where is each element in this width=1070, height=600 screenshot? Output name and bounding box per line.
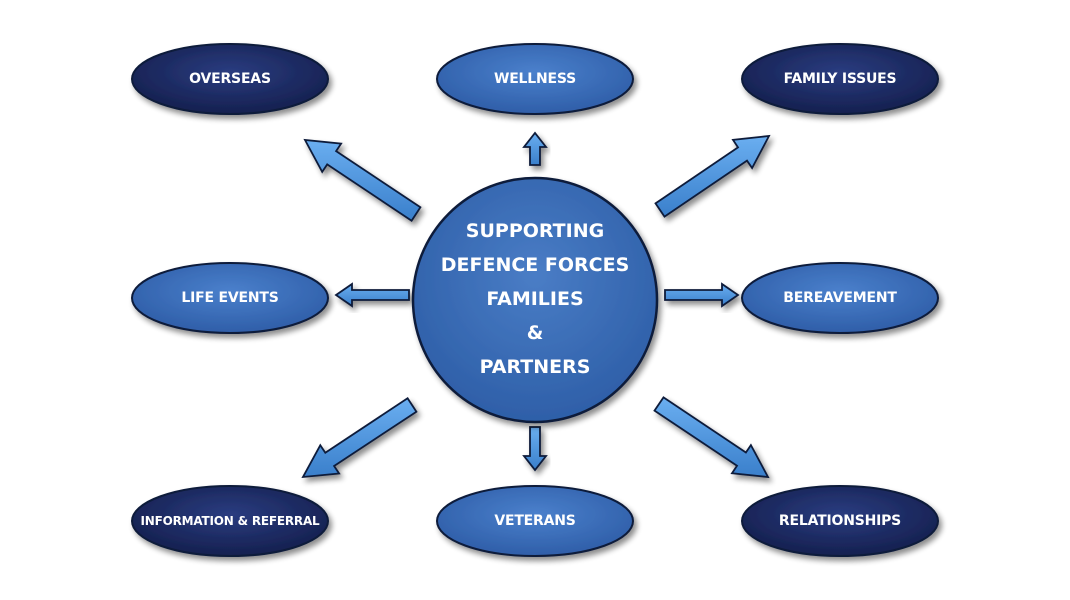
arrow-to-relationships xyxy=(653,396,770,479)
center-line-5: PARTNERS xyxy=(480,356,591,378)
arrow-to-overseas xyxy=(303,138,422,222)
node-bereavement-label: BEREAVEMENT xyxy=(783,290,897,306)
node-family-issues: FAMILY ISSUES xyxy=(741,43,939,115)
node-veterans: VETERANS xyxy=(436,485,634,557)
node-overseas-label: OVERSEAS xyxy=(189,71,271,87)
arrow-to-bereavement xyxy=(664,282,740,308)
center-line-4: & xyxy=(527,322,544,344)
center-line-3: FAMILIES xyxy=(486,288,583,310)
center-line-1: SUPPORTING xyxy=(466,220,604,242)
node-relationships-label: RELATIONSHIPS xyxy=(779,513,901,529)
arrow-to-family-issues xyxy=(654,134,771,218)
arrow-to-information-referral xyxy=(301,397,418,479)
arrow-to-life-events xyxy=(334,282,410,308)
node-life-events-label: LIFE EVENTS xyxy=(181,290,278,306)
arrow-to-veterans xyxy=(522,426,548,472)
node-information-referral-label: INFORMATION & REFERRAL xyxy=(140,514,320,528)
center-line-2: DEFENCE FORCES xyxy=(441,254,630,276)
center-node: SUPPORTING DEFENCE FORCES FAMILIES & PAR… xyxy=(411,176,659,424)
arrow-to-wellness xyxy=(522,131,548,166)
node-life-events: LIFE EVENTS xyxy=(131,262,329,334)
node-wellness: WELLNESS xyxy=(436,43,634,115)
node-relationships: RELATIONSHIPS xyxy=(741,485,939,557)
node-veterans-label: VETERANS xyxy=(494,513,575,529)
node-wellness-label: WELLNESS xyxy=(494,71,576,87)
node-overseas: OVERSEAS xyxy=(131,43,329,115)
node-bereavement: BEREAVEMENT xyxy=(741,262,939,334)
node-information-referral: INFORMATION & REFERRAL xyxy=(131,485,329,557)
node-family-issues-label: FAMILY ISSUES xyxy=(784,71,897,87)
arrows-group xyxy=(301,131,771,479)
